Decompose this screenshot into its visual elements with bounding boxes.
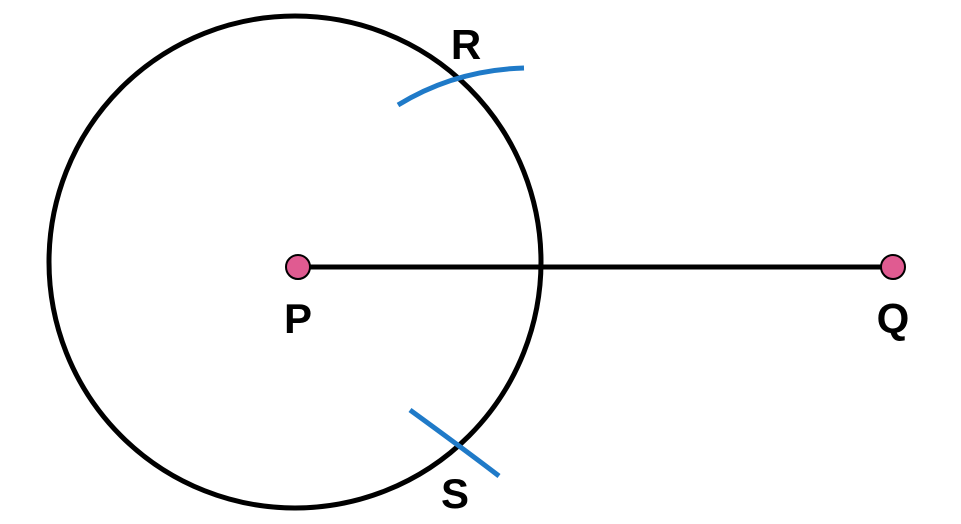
- point-q: [880, 254, 906, 280]
- circle-around-p: [46, 13, 544, 511]
- label-r: R: [451, 21, 481, 68]
- label-p: P: [284, 295, 312, 342]
- label-q: Q: [877, 295, 910, 342]
- arc-s: [408, 407, 501, 478]
- label-s: S: [441, 470, 469, 517]
- arc-r: [396, 65, 525, 108]
- point-p: [285, 254, 311, 280]
